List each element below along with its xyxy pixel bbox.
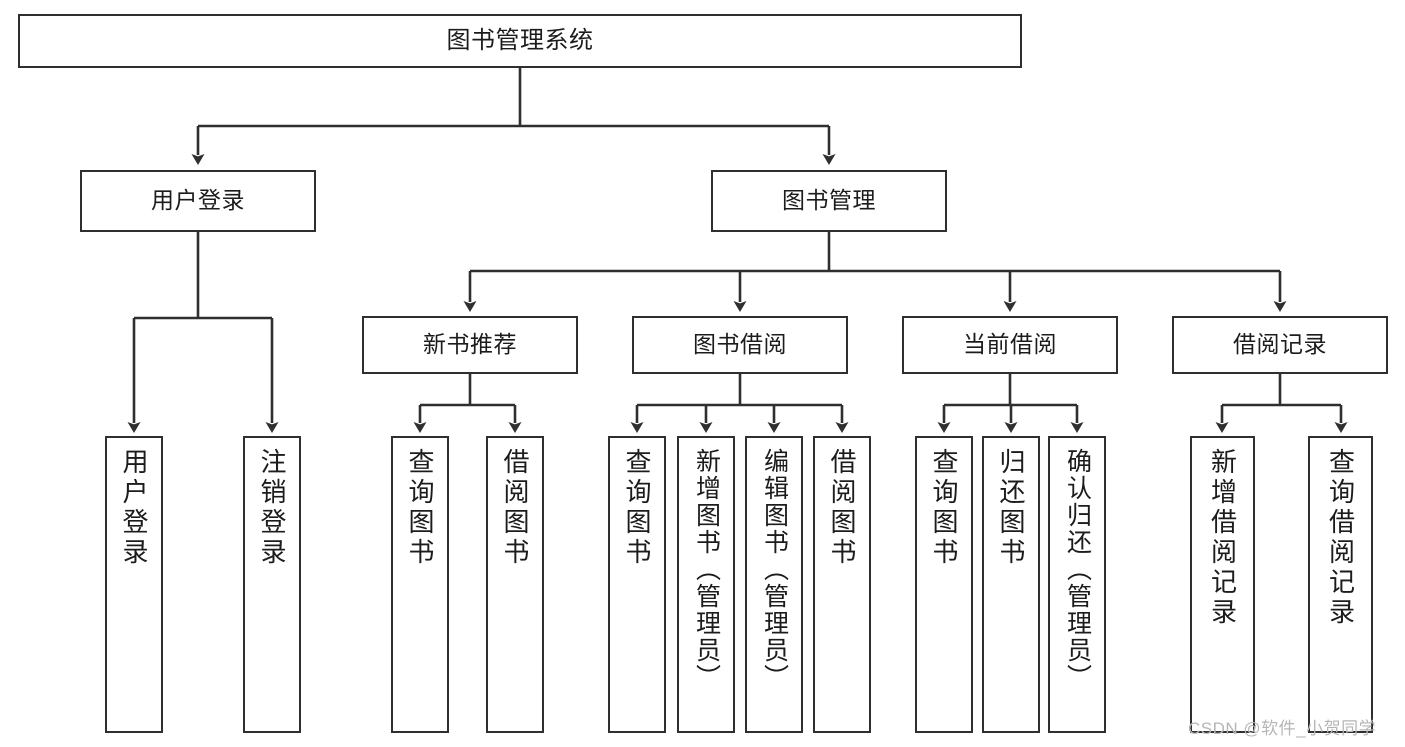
- node-leaf-borrow-book-new[interactable]: 借阅图书: [486, 436, 544, 733]
- node-book-management-label: 图书管理: [782, 187, 876, 214]
- node-leaf-query-borrow-record[interactable]: 查询借阅记录: [1308, 436, 1373, 733]
- node-leaf-borrow-book-label: 借阅图书: [827, 448, 857, 568]
- node-leaf-borrow-book[interactable]: 借阅图书: [813, 436, 871, 733]
- node-new-book-recommend[interactable]: 新书推荐: [362, 316, 578, 374]
- node-leaf-user-login[interactable]: 用户登录: [105, 436, 163, 733]
- node-leaf-add-book-admin-label: 新增图书（管理员）: [692, 448, 721, 691]
- node-leaf-user-login-label: 用户登录: [119, 448, 149, 568]
- node-book-management[interactable]: 图书管理: [711, 170, 947, 232]
- node-leaf-return-book[interactable]: 归还图书: [982, 436, 1040, 733]
- node-book-borrow-label: 图书借阅: [693, 331, 787, 358]
- node-leaf-borrow-book-new-label: 借阅图书: [500, 448, 530, 568]
- node-user-login-label: 用户登录: [151, 187, 245, 214]
- node-current-borrow-label: 当前借阅: [963, 331, 1057, 358]
- node-leaf-edit-book-admin[interactable]: 编辑图书（管理员）: [745, 436, 803, 733]
- node-root[interactable]: 图书管理系统: [18, 14, 1022, 68]
- node-leaf-edit-book-admin-label: 编辑图书（管理员）: [760, 448, 789, 691]
- node-current-borrow[interactable]: 当前借阅: [902, 316, 1118, 374]
- node-leaf-add-book-admin[interactable]: 新增图书（管理员）: [677, 436, 735, 733]
- node-leaf-query-borrow-record-label: 查询借阅记录: [1325, 448, 1356, 628]
- node-leaf-query-book-new-label: 查询图书: [405, 448, 435, 568]
- node-leaf-query-book-borrow-label: 查询图书: [622, 448, 652, 568]
- node-leaf-add-borrow-record-label: 新增借阅记录: [1207, 448, 1238, 628]
- node-borrow-record-label: 借阅记录: [1233, 331, 1327, 358]
- node-leaf-query-book-current-label: 查询图书: [929, 448, 959, 568]
- node-leaf-query-book-current[interactable]: 查询图书: [915, 436, 973, 733]
- node-leaf-logout-label: 注销登录: [257, 448, 287, 568]
- node-leaf-confirm-return-admin-label: 确认归还（管理员）: [1063, 448, 1092, 691]
- node-leaf-query-book-new[interactable]: 查询图书: [391, 436, 449, 733]
- node-user-login[interactable]: 用户登录: [80, 170, 316, 232]
- node-leaf-add-borrow-record[interactable]: 新增借阅记录: [1190, 436, 1255, 733]
- node-leaf-query-book-borrow[interactable]: 查询图书: [608, 436, 666, 733]
- node-leaf-confirm-return-admin[interactable]: 确认归还（管理员）: [1048, 436, 1106, 733]
- node-book-borrow[interactable]: 图书借阅: [632, 316, 848, 374]
- node-leaf-return-book-label: 归还图书: [996, 448, 1026, 568]
- node-borrow-record[interactable]: 借阅记录: [1172, 316, 1388, 374]
- node-new-book-recommend-label: 新书推荐: [423, 331, 517, 358]
- node-leaf-logout[interactable]: 注销登录: [243, 436, 301, 733]
- node-root-label: 图书管理系统: [446, 26, 594, 54]
